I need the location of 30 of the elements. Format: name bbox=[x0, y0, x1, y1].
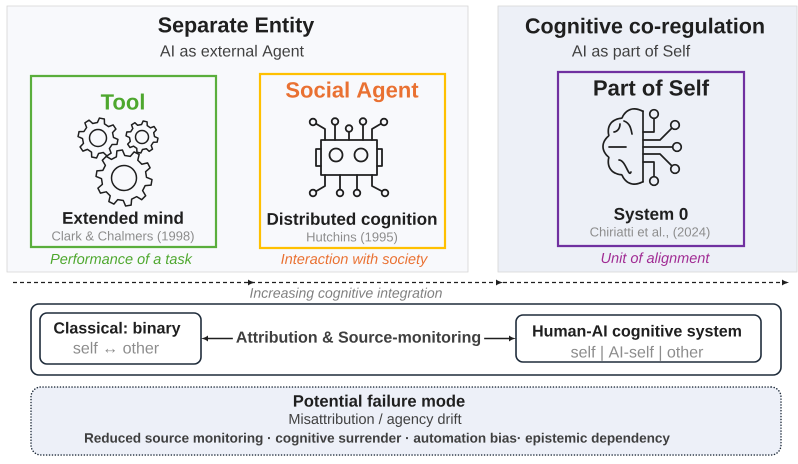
citation: Hutchins (1995) bbox=[307, 232, 398, 244]
card-heading: Distributed cognition bbox=[268, 212, 436, 228]
box-subtitle: Misattribution / agency drift bbox=[290, 413, 462, 427]
edge-label: Attribution & Source-monitoring bbox=[232, 328, 484, 349]
panel-subtitle: AI as part of Self bbox=[572, 44, 690, 60]
card-title: Tool bbox=[100, 94, 144, 110]
section-panel bbox=[498, 6, 798, 272]
box-title: Classical: binary bbox=[54, 322, 180, 337]
model-box bbox=[515, 314, 762, 363]
card-caption: Performance of a task bbox=[50, 253, 192, 264]
box-title: Potential failure mode bbox=[294, 394, 465, 407]
card-caption: Unit of alignment bbox=[602, 252, 710, 266]
citation: Chiriatti et al., (2024) bbox=[590, 227, 710, 240]
panel-title: Cognitive co-regulation bbox=[526, 18, 764, 38]
citation: Clark & Chalmers (1998) bbox=[52, 231, 194, 244]
box-detail: self | AI-self | other bbox=[571, 346, 704, 361]
card-title: Part of Self bbox=[594, 80, 710, 96]
note-box bbox=[30, 386, 782, 456]
card-heading: System 0 bbox=[614, 208, 688, 224]
box-detail: self ↔ other bbox=[73, 342, 159, 354]
card-heading: Extended mind bbox=[63, 211, 183, 224]
card-title: Social Agent bbox=[286, 82, 418, 102]
box-title: Human-AI cognitive system bbox=[533, 324, 741, 340]
direction-label: Increasing cognitive integration bbox=[250, 288, 442, 301]
panel-title: Separate Entity bbox=[158, 16, 314, 37]
section-panel bbox=[6, 6, 468, 272]
model-box bbox=[39, 312, 202, 365]
box-detail: Reduced source monitoring · cognitive surrender · automation bias· epistemic dependency bbox=[84, 432, 670, 446]
card-caption: Interaction with society bbox=[281, 253, 428, 267]
panel-subtitle: AI as external Agent bbox=[160, 44, 304, 60]
